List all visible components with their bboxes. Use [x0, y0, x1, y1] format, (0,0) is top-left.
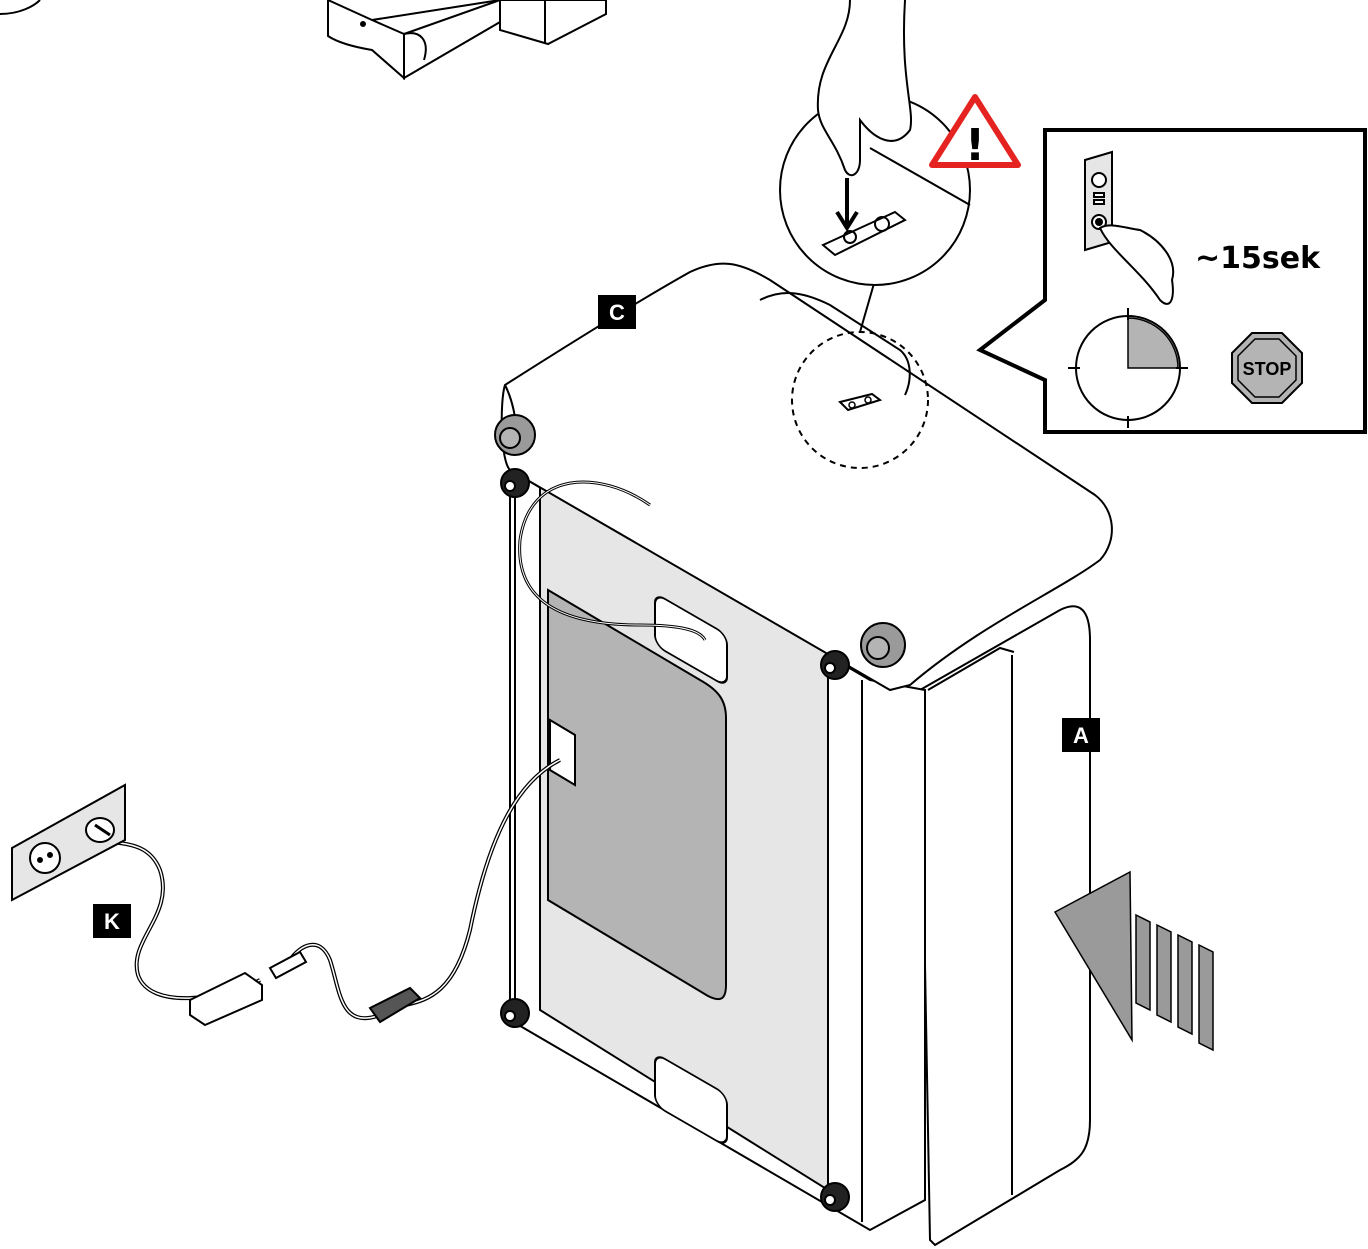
svg-text:STOP: STOP [1243, 359, 1292, 379]
power-adapter [189, 971, 263, 1027]
svg-text:A: A [1073, 723, 1089, 748]
zoom-detail-press-button [779, 0, 971, 286]
svg-text:C: C [609, 300, 625, 325]
svg-text:!: ! [965, 120, 985, 171]
press-down-arrow-icon [835, 178, 859, 232]
button-panel-small [838, 392, 883, 412]
push-arrow-icon [1053, 870, 1214, 1052]
timer-icon [1068, 308, 1188, 428]
cable-ferrite [268, 950, 308, 980]
sofa-thumbnail [327, 0, 607, 81]
corner-outline [0, 0, 41, 15]
instruction-callout: ~15sek STOP [976, 128, 1367, 434]
label-k: K [93, 904, 131, 938]
label-c: C [598, 295, 636, 329]
feet [494, 414, 906, 1212]
frame-body [509, 468, 926, 1232]
label-a: A [1062, 718, 1100, 752]
cable-connector [368, 986, 422, 1024]
power-cable [99, 758, 561, 1027]
stop-sign-icon: STOP [1231, 332, 1303, 404]
side-panel-a [918, 605, 1091, 1247]
svg-text:K: K [104, 909, 120, 934]
warning-triangle-icon: ! [929, 94, 1021, 171]
wall-outlet [11, 783, 126, 902]
leader-line [859, 279, 876, 333]
hand-pointing-icon [816, 0, 913, 177]
hold-time-label: ~15sek [1195, 241, 1321, 276]
hand-holding-icon [1098, 224, 1175, 305]
